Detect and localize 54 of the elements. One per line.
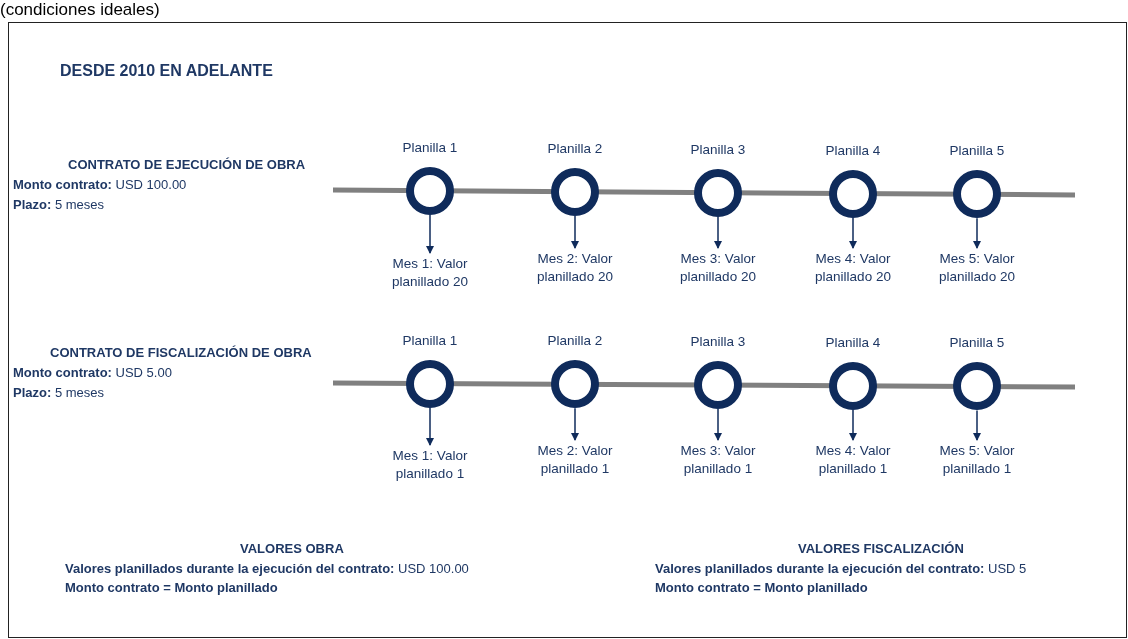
month-value-text: Mes 2: Valor planillado 1	[515, 442, 635, 478]
subtitle: (condiciones ideales)	[0, 0, 160, 20]
month-value-text: Mes 5: Valor planillado 1	[917, 442, 1037, 478]
arrow	[426, 406, 434, 446]
arrow	[849, 216, 857, 249]
contract-heading: CONTRATO DE EJECUCIÓN DE OBRA	[68, 157, 306, 172]
arrow	[973, 409, 981, 441]
arrow	[973, 217, 981, 249]
month-value-text: Mes 2: Valor planillado 20	[515, 250, 635, 286]
timeline-label: Planilla 4	[824, 333, 882, 352]
summary-text: Monto contrato = Monto planillado	[65, 580, 278, 595]
timeline-circle	[550, 166, 600, 217]
summary-heading: VALORES FISCALIZACIÓN	[798, 541, 964, 556]
month-value-text: Mes 1: Valor planillado 1	[370, 447, 490, 483]
timeline-label: Planilla 1	[401, 138, 459, 157]
term-text: Plazo: 5 meses	[13, 197, 105, 212]
month-value-text: Mes 5: Valor planillado 20	[917, 250, 1037, 286]
timeline-circle	[693, 167, 743, 218]
arrow	[714, 215, 722, 249]
timeline-circle	[550, 359, 600, 410]
timeline-label: Planilla 3	[689, 333, 747, 352]
timeline-circle	[693, 360, 743, 411]
timeline-label: Planilla 1	[401, 331, 459, 350]
amount-text: Monto contrato: USD 5.00	[13, 365, 172, 380]
timeline-label: Planilla 5	[948, 142, 1006, 161]
arrow	[571, 407, 579, 441]
timeline-label: Planilla 3	[689, 140, 747, 159]
month-value-text: Mes 3: Valor planillado 20	[658, 250, 778, 286]
timeline-circle	[828, 168, 878, 219]
timeline-circle	[952, 361, 1002, 412]
timeline-circle	[952, 169, 1002, 220]
month-value-text: Mes 4: Valor planillado 20	[793, 250, 913, 286]
month-value-text: Mes 3: Valor planillado 1	[658, 442, 778, 478]
amount-text: Monto contrato: USD 100.00	[13, 177, 187, 192]
month-value-text: Mes 1: Valor planillado 20	[370, 255, 490, 291]
term-text: Plazo: 5 meses	[13, 385, 105, 400]
summary-text: Valores planillados durante la ejecución del contrato: USD 100.00	[65, 561, 469, 576]
arrow	[571, 214, 579, 249]
arrow	[426, 213, 434, 254]
timeline-label: Planilla 5	[948, 334, 1006, 353]
month-value-text: Mes 4: Valor planillado 1	[793, 442, 913, 478]
contract-heading: CONTRATO DE FISCALIZACIÓN DE OBRA	[50, 345, 312, 360]
heading: DESDE 2010 EN ADELANTE	[60, 62, 273, 80]
summary-text: Valores planillados durante la ejecución del contrato: USD 5	[655, 561, 1027, 576]
timeline-label: Planilla 2	[546, 139, 604, 158]
summary-text: Monto contrato = Monto planillado	[655, 580, 868, 595]
timeline-circle	[405, 358, 455, 409]
timeline-circle	[828, 360, 878, 411]
timeline-label: Planilla 4	[824, 141, 882, 160]
timeline-circle	[405, 165, 455, 216]
timeline-label: Planilla 2	[546, 332, 604, 351]
arrow	[849, 409, 857, 441]
summary-heading: VALORES OBRA	[240, 541, 344, 556]
arrow	[714, 408, 722, 441]
